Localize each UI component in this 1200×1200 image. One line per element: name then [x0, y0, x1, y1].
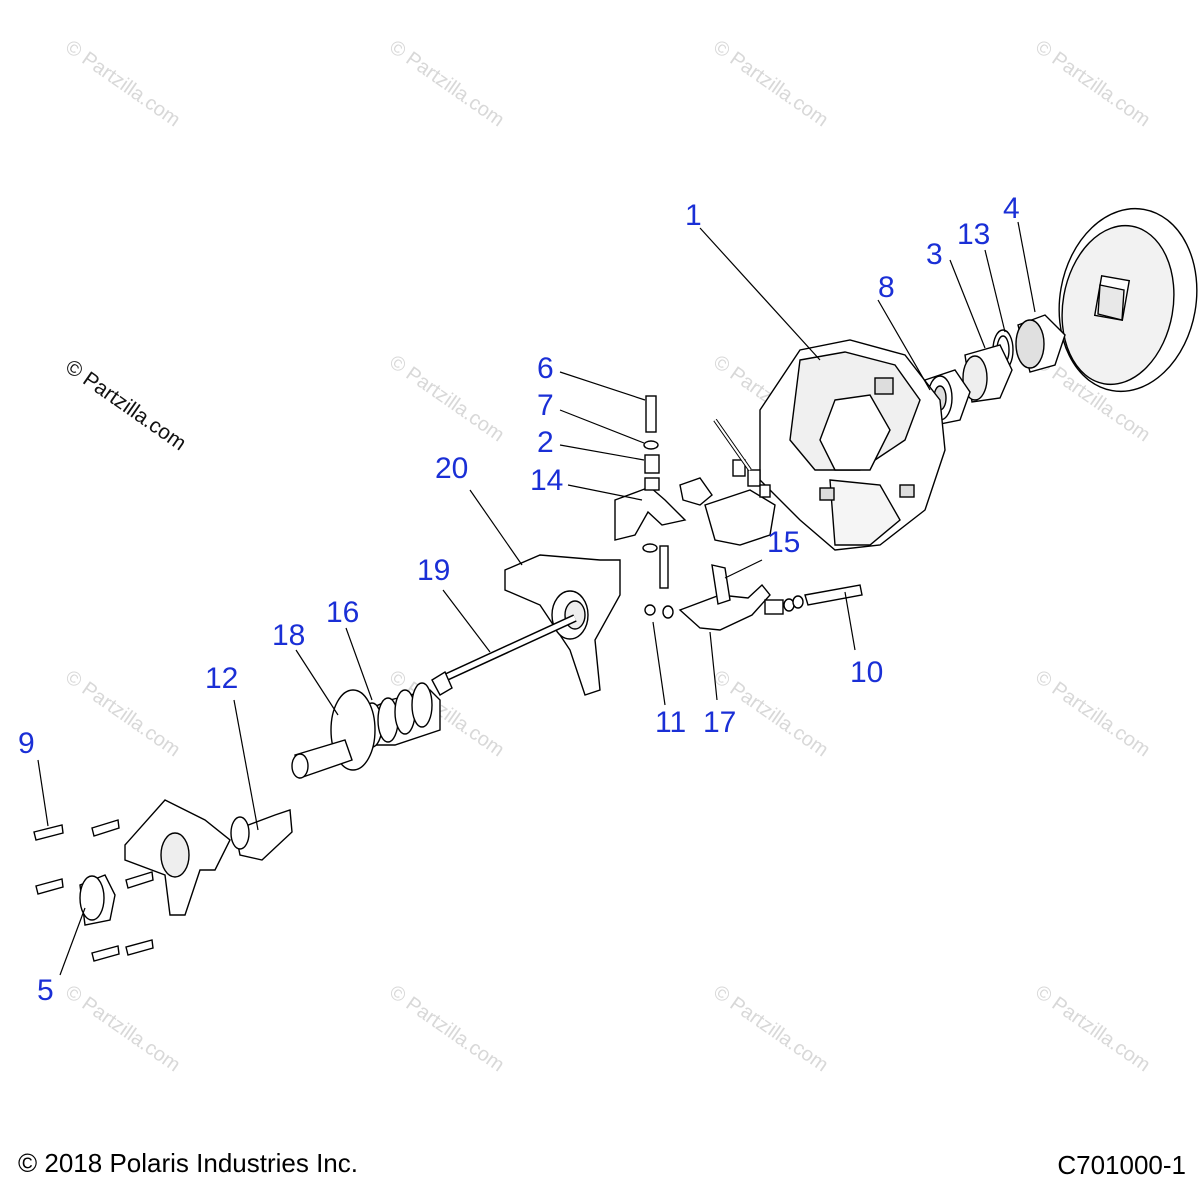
watermark: © Partzilla.com: [1031, 666, 1154, 761]
watermark: © Partzilla.com: [709, 36, 832, 131]
watermark: © Partzilla.com: [1031, 981, 1154, 1076]
watermark: © Partzilla.com: [61, 36, 184, 131]
callout-4: 4: [1003, 192, 1020, 225]
callout-5: 5: [37, 974, 54, 1007]
watermark: © Partzilla.com: [1031, 36, 1154, 131]
callout-17: 17: [703, 706, 736, 739]
bolts-9: [33, 819, 154, 962]
watermark: © Partzilla.com: [385, 981, 508, 1076]
watermark-dark: © Partzilla.com: [61, 355, 190, 455]
callout-13: 13: [957, 218, 990, 251]
bushing-12: [230, 809, 293, 861]
diagram-code: C701000-1: [1057, 1150, 1186, 1180]
callout-20: 20: [435, 452, 468, 485]
pin-set-10: [764, 584, 863, 615]
small-parts-lower: [642, 543, 674, 619]
watermark: © Partzilla.com: [385, 36, 508, 131]
callout-16: 16: [326, 596, 359, 629]
callout-7: 7: [537, 389, 554, 422]
callout-8: 8: [878, 271, 895, 304]
callout-19: 19: [417, 554, 450, 587]
leader-lines: [37, 221, 1036, 976]
hub-frame: [124, 799, 231, 916]
copyright-text: © 2018 Polaris Industries Inc.: [18, 1148, 358, 1178]
bearing-5: [79, 874, 116, 926]
plate-17: [678, 564, 771, 631]
callout-6: 6: [537, 352, 554, 385]
callout-18: 18: [272, 619, 305, 652]
watermark: © Partzilla.com: [61, 981, 184, 1076]
bearing-4: [1015, 314, 1066, 373]
callout-11: 11: [655, 706, 686, 739]
callout-15: 15: [767, 526, 800, 559]
bracket-14: [614, 477, 687, 541]
callout-10: 10: [850, 656, 883, 689]
callout-labels: 1 2 3 4 5 6 7 8 9 10 11 12 13 14 15 16 1…: [18, 192, 1020, 1007]
callout-14: 14: [530, 464, 563, 497]
watermark: © Partzilla.com: [385, 351, 508, 446]
sleeve: [291, 739, 353, 779]
watermark: © Partzilla.com: [61, 666, 184, 761]
callout-3: 3: [926, 238, 943, 271]
roller-weight-assembly: [679, 418, 776, 546]
callout-12: 12: [205, 662, 238, 695]
sheave-plate: [1058, 207, 1198, 393]
bushing-2: [644, 454, 660, 474]
bolt-19: [431, 614, 577, 696]
callout-9: 9: [18, 727, 35, 760]
sheave-housing: [759, 339, 946, 551]
bushing-3: [962, 344, 1013, 403]
watermark: © Partzilla.com: [709, 981, 832, 1076]
callout-1: 1: [685, 199, 702, 232]
callout-2: 2: [537, 426, 554, 459]
ring-7: [643, 440, 659, 450]
spring-16: [354, 682, 441, 748]
pin-6: [645, 395, 657, 433]
